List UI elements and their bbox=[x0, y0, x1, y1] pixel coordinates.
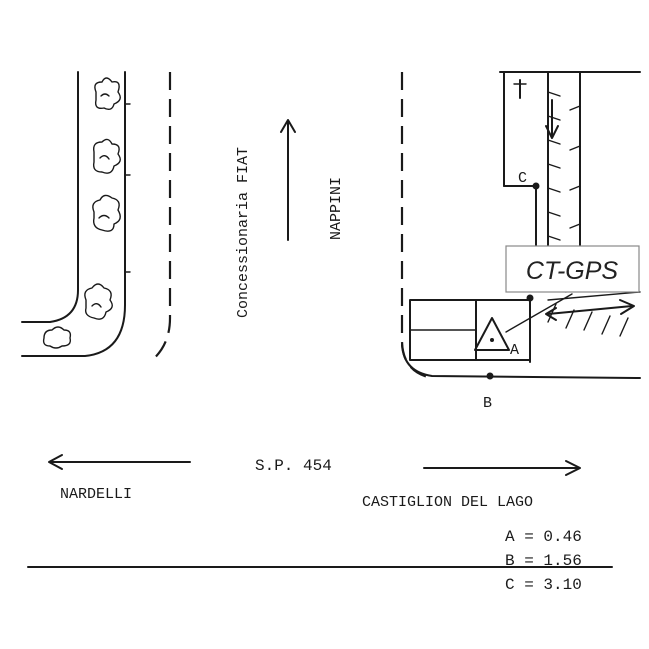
left-sidewalk bbox=[21, 71, 131, 357]
owner-label: NAPPINI bbox=[328, 177, 345, 240]
arrow-up-icon bbox=[280, 119, 296, 241]
road-label: S.P. 454 bbox=[255, 457, 332, 475]
arrow-down-icon bbox=[545, 99, 559, 139]
shrub-icon bbox=[92, 138, 121, 174]
shrub-icon bbox=[42, 326, 72, 349]
shrub-icon bbox=[92, 194, 121, 232]
hedge-row bbox=[547, 71, 581, 253]
triangle-marker-icon bbox=[474, 317, 510, 351]
point-a-label: A bbox=[510, 342, 519, 359]
dealer-label: Concessionaria FIAT bbox=[235, 147, 252, 318]
point-c-label: C bbox=[518, 170, 527, 187]
point-b-marker bbox=[486, 372, 494, 380]
arrow-right-icon bbox=[423, 460, 581, 476]
arrow-left-icon bbox=[48, 454, 191, 470]
shrub-icon bbox=[84, 283, 113, 320]
point-b-label: B bbox=[483, 395, 492, 412]
building-block bbox=[409, 299, 531, 361]
lane-markings bbox=[149, 72, 433, 380]
badge-leader-line bbox=[505, 293, 573, 333]
value-row-c: C = 3.10 bbox=[505, 576, 582, 594]
value-row-a: A = 0.46 bbox=[505, 528, 582, 546]
property-boundary bbox=[401, 71, 641, 379]
point-a-marker bbox=[526, 294, 534, 302]
east-destination-label: CASTIGLION DEL LAGO bbox=[362, 494, 533, 511]
point-values-table: A = 0.46 B = 1.56 C = 3.10 bbox=[27, 528, 613, 594]
arrow-right-icon bbox=[545, 299, 635, 321]
west-destination-label: NARDELLI bbox=[60, 486, 132, 503]
station-badge: CT-GPS bbox=[505, 245, 640, 293]
station-badge-label: CT-GPS bbox=[526, 257, 618, 285]
point-c-marker bbox=[532, 182, 540, 190]
shrub-icon bbox=[94, 77, 121, 111]
value-row-b: B = 1.56 bbox=[505, 552, 582, 570]
